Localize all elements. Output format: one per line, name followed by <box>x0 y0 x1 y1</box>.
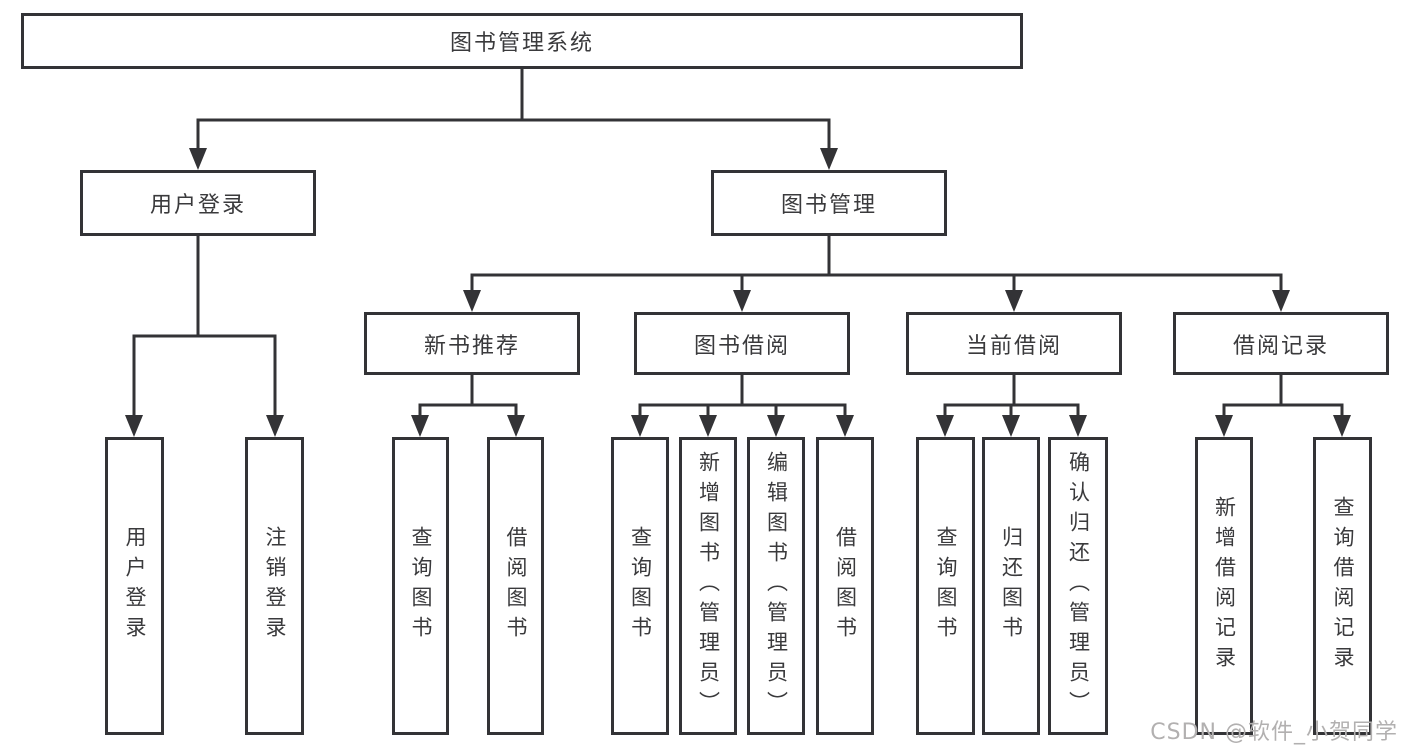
leaf-query-books-borrow-label: 查询图书 <box>628 526 653 646</box>
node-root-system: 图书管理系统 <box>21 13 1023 69</box>
leaf-add-books-admin: 新增图书（管理员） <box>679 437 737 735</box>
leaf-query-books-borrow: 查询图书 <box>611 437 669 735</box>
node-root-system-label: 图书管理系统 <box>449 31 594 56</box>
leaf-borrow-books-recommend: 借阅图书 <box>487 437 544 735</box>
leaf-return-books: 归还图书 <box>982 437 1040 735</box>
leaf-confirm-return-admin: 确认归还（管理员） <box>1048 437 1108 735</box>
leaf-query-books-current-label: 查询图书 <box>934 526 958 646</box>
leaf-add-borrow-record-label: 新增借阅记录 <box>1212 496 1237 676</box>
leaf-borrow-books-borrow: 借阅图书 <box>816 437 874 735</box>
leaf-query-borrow-record-label: 查询借阅记录 <box>1331 496 1355 676</box>
node-book-borrow-label: 图书借阅 <box>693 333 790 359</box>
leaf-confirm-return-admin-label: 确认归还（管理员） <box>1066 451 1091 721</box>
node-new-book-recommend: 新书推荐 <box>364 312 580 375</box>
leaf-user-login-label: 用户登录 <box>123 526 147 646</box>
leaf-logout-login-label: 注销登录 <box>263 526 287 646</box>
leaf-add-books-admin-label: 新增图书（管理员） <box>696 451 721 721</box>
leaf-return-books-label: 归还图书 <box>999 526 1024 646</box>
node-current-borrow: 当前借阅 <box>906 312 1122 375</box>
leaf-query-borrow-record: 查询借阅记录 <box>1313 437 1372 735</box>
leaf-query-books-recommend-label: 查询图书 <box>409 526 433 646</box>
leaf-add-borrow-record: 新增借阅记录 <box>1195 437 1253 735</box>
node-book-borrow: 图书借阅 <box>634 312 850 375</box>
leaf-user-login: 用户登录 <box>105 437 164 735</box>
node-user-login-branch-label: 用户登录 <box>149 193 246 218</box>
node-user-login-branch: 用户登录 <box>80 170 316 236</box>
node-borrow-records-label: 借阅记录 <box>1232 333 1329 359</box>
node-borrow-records: 借阅记录 <box>1173 312 1389 375</box>
node-new-book-recommend-label: 新书推荐 <box>423 333 520 359</box>
leaf-borrow-books-borrow-label: 借阅图书 <box>833 526 858 646</box>
leaf-edit-books-admin: 编辑图书（管理员） <box>747 437 805 735</box>
node-current-borrow-label: 当前借阅 <box>965 333 1062 359</box>
csdn-watermark: CSDN @软件_小贺同学 <box>1150 720 1398 745</box>
node-book-management-branch-label: 图书管理 <box>780 193 877 218</box>
leaf-borrow-books-recommend-label: 借阅图书 <box>504 526 528 646</box>
node-book-management-branch: 图书管理 <box>711 170 947 236</box>
leaf-edit-books-admin-label: 编辑图书（管理员） <box>764 451 789 721</box>
leaf-query-books-current: 查询图书 <box>916 437 975 735</box>
leaf-logout-login: 注销登录 <box>245 437 304 735</box>
leaf-query-books-recommend: 查询图书 <box>392 437 449 735</box>
